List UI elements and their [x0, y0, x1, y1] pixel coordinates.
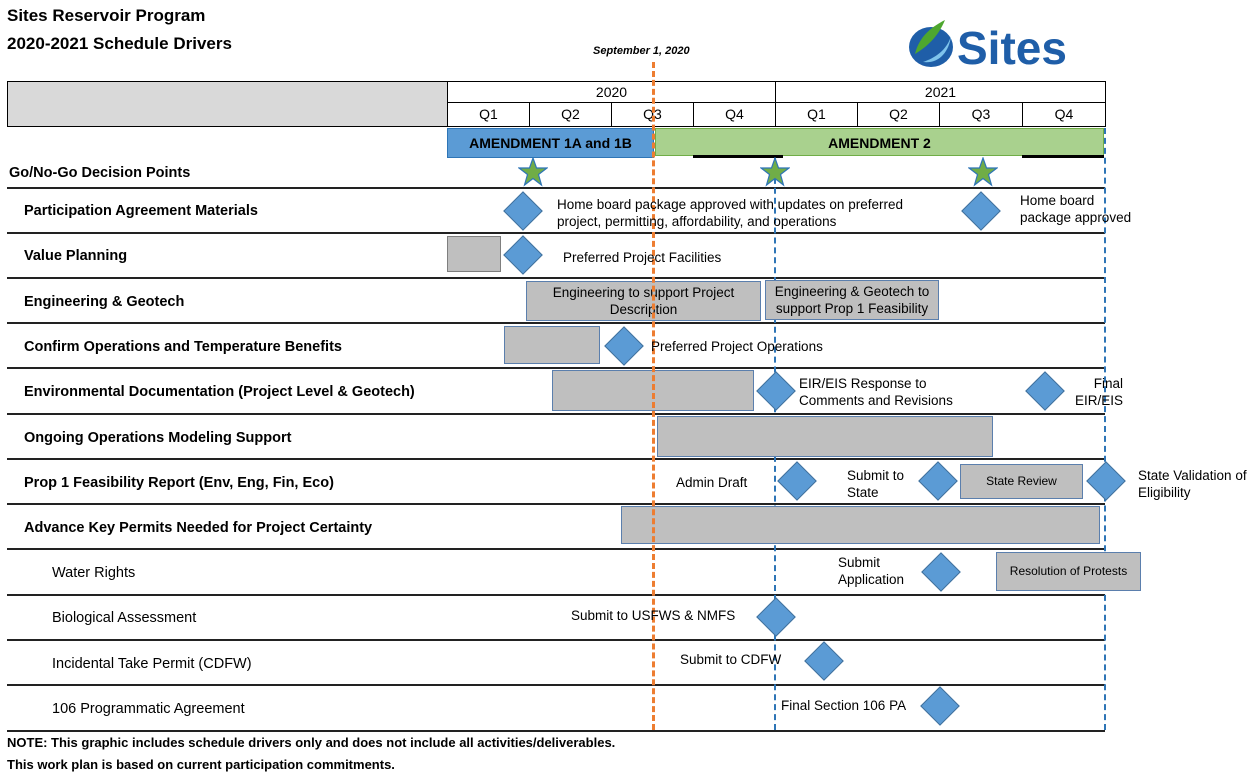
- amendment-2-bar: AMENDMENT 2: [655, 128, 1104, 156]
- row-label-confirm-operations: Confirm Operations and Temperature Benef…: [24, 339, 342, 355]
- milestone-diamond: [777, 461, 817, 501]
- row-divider: [7, 187, 1105, 189]
- logo-text: Sites: [957, 22, 1067, 72]
- note-submit-state: Submit to State: [847, 468, 905, 500]
- row-label-incidental-take: Incidental Take Permit (CDFW): [52, 656, 252, 672]
- star-icon: [968, 157, 998, 187]
- note-state-validation: State Validation of Eligibility: [1138, 468, 1247, 500]
- sites-logo: Sites: [905, 14, 1105, 74]
- row-divider: [7, 594, 1105, 596]
- chart-subtitle: 2020-2021 Schedule Drivers: [7, 34, 232, 53]
- year-2021: 2021: [775, 81, 1106, 103]
- row-label-water-rights: Water Rights: [52, 565, 136, 581]
- row-divider: [7, 458, 1105, 460]
- engineering-support-bar: Engineering to support Project Descripti…: [526, 281, 761, 321]
- milestone-diamond: [503, 235, 543, 275]
- milestone-diamond: [920, 686, 960, 726]
- row-divider: [7, 503, 1105, 505]
- note-submit-application: Submit Application: [838, 555, 905, 587]
- sites-logo-icon: Sites: [909, 20, 1067, 74]
- milestone-diamond: [1086, 461, 1126, 501]
- row-label-environmental: Environmental Documentation (Project Lev…: [24, 384, 415, 400]
- star-icon: [760, 157, 790, 187]
- row-divider: [7, 639, 1105, 641]
- milestone-diamond: [804, 641, 844, 681]
- timeline-header-blank: [7, 81, 448, 127]
- row-divider: [7, 413, 1105, 415]
- note-admin-draft: Admin Draft: [676, 475, 748, 490]
- footer-note-2: This work plan is based on current parti…: [7, 757, 395, 772]
- row-divider: [7, 232, 1105, 234]
- quarter-2021-q1: Q1: [775, 102, 858, 127]
- operations-modeling-bar: [657, 416, 993, 457]
- amendment-1-bar: AMENDMENT 1A and 1B: [447, 128, 654, 158]
- advance-permits-bar: [621, 506, 1100, 544]
- row-divider: [7, 684, 1105, 686]
- row-label-engineering: Engineering & Geotech: [24, 294, 185, 310]
- row-label-value-planning: Value Planning: [24, 248, 128, 264]
- quarter-2020-q1: Q1: [447, 102, 530, 127]
- confirm-operations-bar: [504, 326, 600, 364]
- note-home-board-1: Home board package approved with updates…: [557, 197, 903, 229]
- note-final-106: Final Section 106 PA: [781, 698, 907, 713]
- quarter-2021-q3: Q3: [939, 102, 1023, 127]
- star-icon: [518, 157, 548, 187]
- row-label-participation: Participation Agreement Materials: [24, 203, 258, 219]
- note-submit-usfws: Submit to USFWS & NMFS: [571, 608, 736, 623]
- row-label-operations-modeling: Ongoing Operations Modeling Support: [24, 430, 292, 446]
- row-label-biological: Biological Assessment: [52, 610, 197, 626]
- year-2020: 2020: [447, 81, 776, 103]
- row-divider: [7, 548, 1105, 550]
- row-label-advance-permits: Advance Key Permits Needed for Project C…: [24, 520, 373, 536]
- september-marker-line: [652, 62, 655, 730]
- note-submit-cdfw: Submit to CDFW: [680, 652, 782, 667]
- note-eir-response: EIR/EIS Response to Comments and Revisio…: [799, 376, 953, 408]
- footer-note-1: NOTE: This graphic includes schedule dri…: [7, 735, 616, 750]
- note-final-eir: Final EIR/EIS: [1074, 376, 1123, 408]
- engineering-prop1-bar: Engineering & Geotech to support Prop 1 …: [765, 280, 939, 320]
- row-divider: [7, 730, 1105, 732]
- note-preferred-facilities: Preferred Project Facilities: [563, 250, 722, 265]
- quarter-boundary-line: [1104, 128, 1106, 730]
- state-review-bar: State Review: [960, 464, 1083, 499]
- row-divider: [7, 322, 1105, 324]
- quarter-2021-q2: Q2: [857, 102, 940, 127]
- row-label-106: 106 Programmatic Agreement: [52, 701, 245, 717]
- milestone-diamond: [961, 191, 1001, 231]
- row-label-go-no-go: Go/No-Go Decision Points: [9, 165, 191, 181]
- milestone-diamond: [1025, 371, 1065, 411]
- chart-title: Sites Reservoir Program: [7, 6, 206, 25]
- milestone-date-label: September 1, 2020: [593, 45, 690, 57]
- row-divider: [7, 367, 1105, 369]
- milestone-diamond: [503, 191, 543, 231]
- note-preferred-operations: Preferred Project Operations: [651, 339, 823, 354]
- note-home-board-2: Home board package approved: [1020, 193, 1132, 225]
- row-divider: [7, 277, 1105, 279]
- milestone-diamond: [918, 461, 958, 501]
- quarter-2020-q4: Q4: [693, 102, 776, 127]
- quarter-2020-q2: Q2: [529, 102, 612, 127]
- amendment-2-underline-1: [693, 155, 783, 158]
- resolution-protests-bar: Resolution of Protests: [996, 552, 1141, 591]
- milestone-diamond: [921, 552, 961, 592]
- milestone-diamond: [604, 326, 644, 366]
- row-label-prop1: Prop 1 Feasibility Report (Env, Eng, Fin…: [24, 475, 334, 491]
- quarter-2021-q4: Q4: [1022, 102, 1106, 127]
- milestone-diamond: [756, 597, 796, 637]
- amendment-2-underline-2: [1022, 155, 1104, 158]
- milestone-diamond: [756, 371, 796, 411]
- value-planning-bar: [447, 236, 501, 272]
